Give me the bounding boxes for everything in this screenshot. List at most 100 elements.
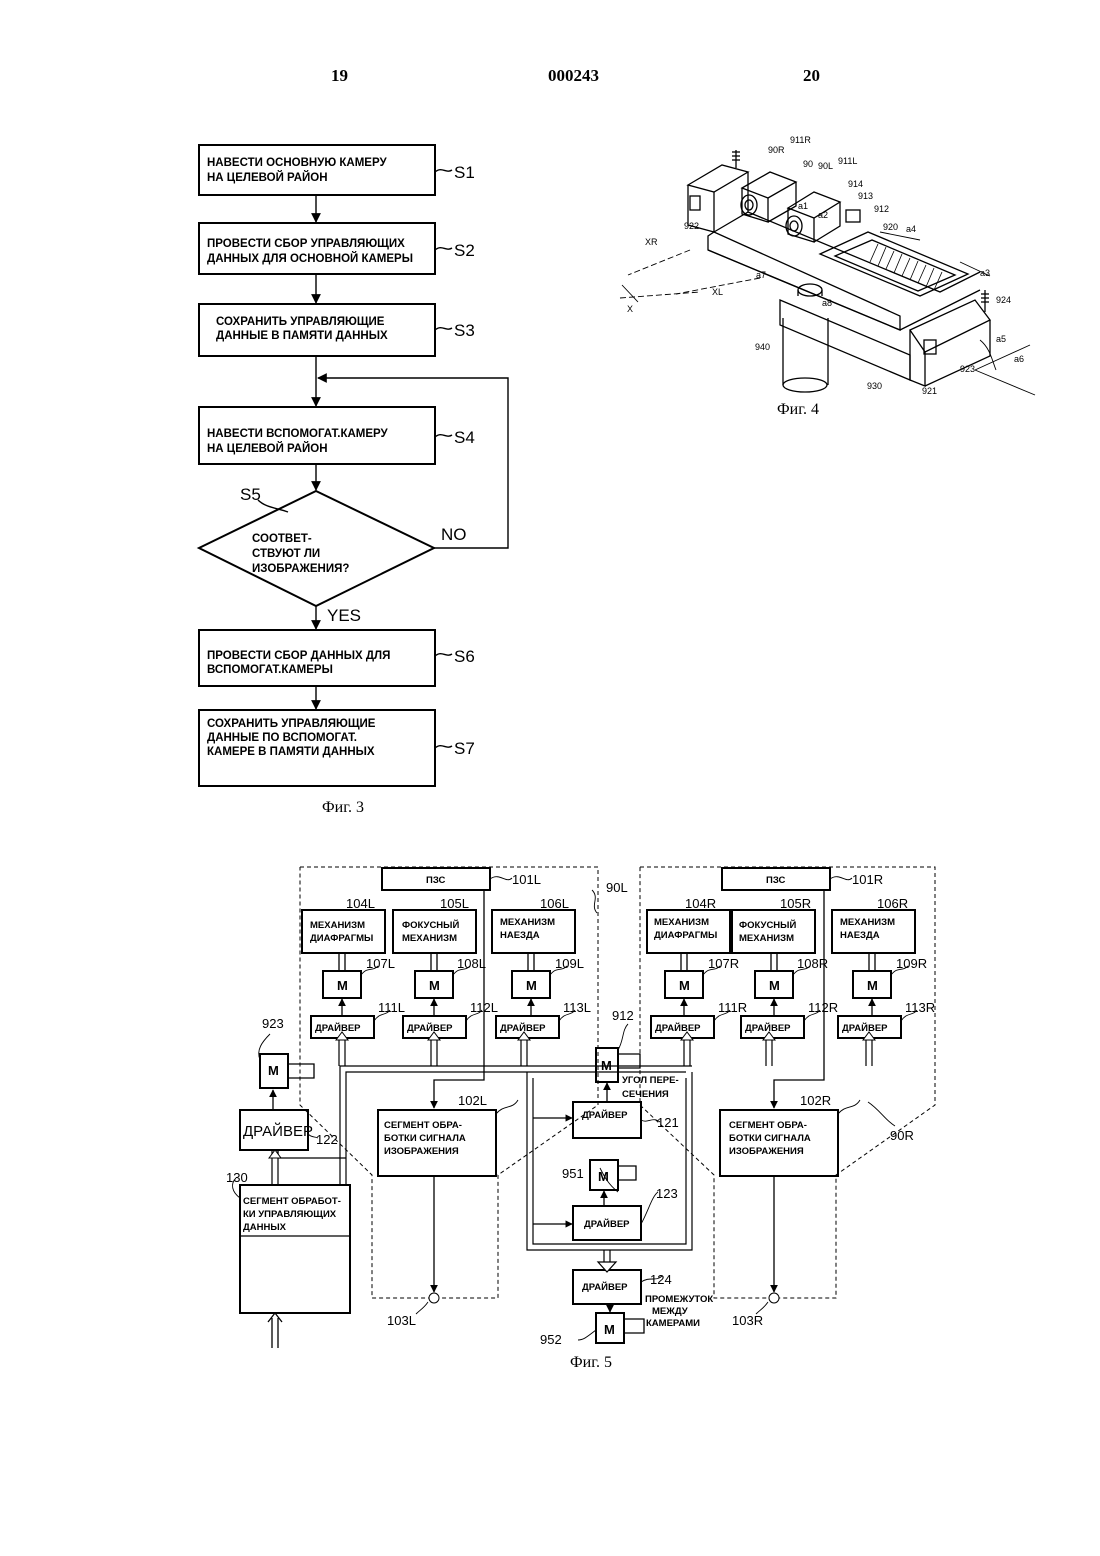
driver-123-label: ДРАЙВЕР xyxy=(584,1218,630,1230)
document-number: 000243 xyxy=(548,66,599,86)
step-label-s6: S6 xyxy=(454,647,475,666)
driver-111L-label: ДРАЙВЕР xyxy=(315,1022,361,1034)
label-90R: 90R xyxy=(768,145,785,155)
label-a6: a6 xyxy=(1014,354,1024,364)
figure-4-labels: 911R 90R 90 90L 911L 914 913 912 a1 a2 9… xyxy=(627,135,1024,396)
focus-mechanism-left-box xyxy=(393,910,476,953)
label-922: 922 xyxy=(684,221,699,231)
figure-3-flowchart: НАВЕСТИ ОСНОВНУЮ КАМЕРУНА ЦЕЛЕВОЙ РАЙОН … xyxy=(180,130,540,800)
figure-5-caption: Фиг. 5 xyxy=(570,1354,612,1372)
label-911L: 911L xyxy=(838,156,857,166)
page-number-right: 20 xyxy=(803,66,820,86)
output-103R-node xyxy=(769,1293,779,1303)
image-processing-left-label: СЕГМЕНТ ОБРА-БОТКИ СИГНАЛАИЗОБРАЖЕНИЯ xyxy=(384,1120,466,1157)
label-914: 914 xyxy=(848,179,863,189)
ccd-left-label: ПЗС xyxy=(426,875,446,886)
branch-yes-label: YES xyxy=(327,606,361,625)
ref-111L: 111L xyxy=(378,1000,405,1015)
label-90L: 90L xyxy=(818,161,833,171)
motor-108L-label: M xyxy=(429,978,440,993)
focus-mechanism-right-box xyxy=(732,910,815,953)
label-a5: a5 xyxy=(996,334,1006,344)
driver-122-label: ДРАЙВЕР xyxy=(243,1122,313,1140)
ref-108L: 108L xyxy=(457,956,486,971)
driver-112R-label: ДРАЙВЕР xyxy=(745,1022,791,1034)
ref-106L: 106L xyxy=(540,896,569,911)
ref-106R: 106R xyxy=(877,896,908,911)
ref-104L: 104L xyxy=(346,896,375,911)
label-923: 923 xyxy=(960,364,975,374)
label-XR: XR xyxy=(645,237,658,247)
ref-101R: 101R xyxy=(852,872,883,887)
iris-mechanism-right-label: МЕХАНИЗМДИАФРАГМЫ xyxy=(654,917,717,941)
ref-109R: 109R xyxy=(896,956,927,971)
step-s7-text: СОХРАНИТЬ УПРАВЛЯЮЩИЕДАННЫЕ ПО ВСПОМОГАТ… xyxy=(207,718,376,758)
page-number-left: 19 xyxy=(331,66,348,86)
label-a8: a8 xyxy=(822,298,832,308)
ref-121: 121 xyxy=(657,1115,679,1130)
ref-112L: 112L xyxy=(470,1000,498,1015)
ref-104R: 104R xyxy=(685,896,716,911)
ref-108R: 108R xyxy=(797,956,828,971)
step-s2-text: ПРОВЕСТИ СБОР УПРАВЛЯЮЩИХДАННЫХ ДЛЯ ОСНО… xyxy=(207,238,413,265)
step-s6-text: ПРОВЕСТИ СБОР ДАННЫХ ДЛЯВСПОМОГАТ.КАМЕРЫ xyxy=(207,650,390,676)
label-921: 921 xyxy=(922,386,937,396)
ccd-right-label: ПЗС xyxy=(766,875,786,886)
label-a4: a4 xyxy=(906,224,916,234)
motor-107L-label: M xyxy=(337,978,348,993)
ref-923: 923 xyxy=(262,1016,284,1031)
label-911R: 911R xyxy=(790,135,811,145)
iris-mechanism-left-label: МЕХАНИЗМДИАФРАГМЫ xyxy=(310,920,373,944)
label-a3: a3 xyxy=(980,268,990,278)
zoom-mechanism-left-label: МЕХАНИЗМНАЕЗДА xyxy=(500,917,555,941)
step-s1-box xyxy=(199,145,435,195)
ref-102L: 102L xyxy=(458,1093,487,1108)
driver-113L-label: ДРАЙВЕР xyxy=(500,1022,546,1034)
focus-mechanism-left-label: ФОКУСНЫЙМЕХАНИЗМ xyxy=(402,919,459,944)
label-X: X xyxy=(627,304,633,314)
motor-923-label: M xyxy=(268,1063,279,1078)
ref-105L: 105L xyxy=(440,896,469,911)
ref-103L: 103L xyxy=(387,1313,416,1328)
image-processing-right-label: СЕГМЕНТ ОБРА-БОТКИ СИГНАЛАИЗОБРАЖЕНИЯ xyxy=(729,1120,811,1157)
camera-90L-outline xyxy=(300,867,598,1298)
ref-912: 912 xyxy=(612,1008,634,1023)
label-90: 90 xyxy=(803,159,813,169)
step-label-s4: S4 xyxy=(454,428,475,447)
driver-124-label: ДРАЙВЕР xyxy=(582,1281,628,1293)
ref-102R: 102R xyxy=(800,1093,831,1108)
ref-112R: 112R xyxy=(808,1000,838,1015)
ref-124: 124 xyxy=(650,1272,672,1287)
driver-111R-label: ДРАЙВЕР xyxy=(655,1022,701,1034)
ref-123: 123 xyxy=(656,1186,678,1201)
label-a1: a1 xyxy=(798,201,808,211)
branch-no-label: NO xyxy=(441,525,467,544)
driver-121-label: ДРАЙВЕР xyxy=(582,1109,628,1121)
decision-s5-text: СООТВЕТ-СТВУЮТ ЛИИЗОБРАЖЕНИЯ? xyxy=(252,533,349,575)
focus-mechanism-right-label: ФОКУСНЫЙМЕХАНИЗМ xyxy=(739,919,796,944)
ref-107L: 107L xyxy=(366,956,395,971)
ref-90L: 90L xyxy=(606,880,628,895)
step-label-s2: S2 xyxy=(454,241,475,260)
motor-109R-label: M xyxy=(867,978,878,993)
control-processing-label: СЕГМЕНТ ОБРАБОТ-КИ УПРАВЛЯЮЩИХДАННЫХ xyxy=(243,1196,341,1233)
ref-109L: 109L xyxy=(555,956,584,971)
ref-101L: 101L xyxy=(512,872,541,887)
motor-951-label: M xyxy=(598,1169,609,1184)
label-920: 920 xyxy=(883,222,898,232)
crossing-angle-label: УГОЛ ПЕРЕ-СЕЧЕНИЯ xyxy=(622,1075,679,1100)
driver-113R-label: ДРАЙВЕР xyxy=(842,1022,888,1034)
ref-951: 951 xyxy=(562,1166,584,1181)
ref-952: 952 xyxy=(540,1332,562,1347)
ref-122: 122 xyxy=(316,1132,338,1147)
step-label-s5: S5 xyxy=(240,485,261,504)
motor-108R-label: M xyxy=(769,978,780,993)
ref-111R: 111R xyxy=(718,1000,747,1015)
motor-912-label: M xyxy=(601,1058,612,1073)
step-label-s3: S3 xyxy=(454,321,475,340)
label-924: 924 xyxy=(996,295,1011,305)
iris-mechanism-left-box xyxy=(302,910,385,953)
figure-5-block-diagram: ПЗС ПЗС МЕХАНИЗМДИАФРАГМЫ ФОКУСНЫЙМЕХАНИ… xyxy=(220,860,960,1355)
ref-107R: 107R xyxy=(708,956,739,971)
